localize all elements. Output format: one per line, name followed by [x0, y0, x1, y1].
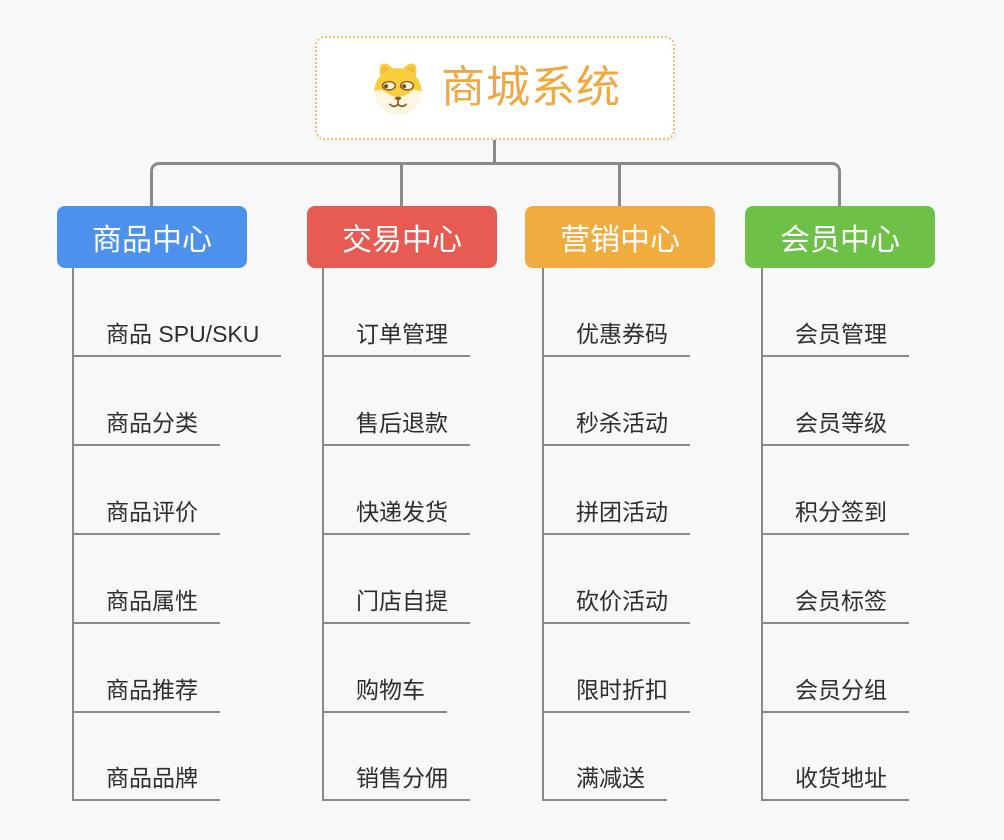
leaf-topic[interactable]: 积分签到 — [761, 491, 909, 535]
leaf-topic[interactable]: 购物车 — [322, 669, 447, 713]
leaf-topic[interactable]: 会员管理 — [761, 313, 909, 357]
leaf-topic[interactable]: 商品评价 — [72, 491, 220, 535]
leaf-topic[interactable]: 门店自提 — [322, 580, 470, 624]
leaf-topic[interactable]: 满减送 — [542, 757, 667, 801]
connector-bus — [168, 162, 820, 165]
connector-drop-trade — [400, 164, 403, 208]
connector-elbow-right — [817, 162, 841, 208]
leaf-topic[interactable]: 会员等级 — [761, 402, 909, 446]
leaf-topic[interactable]: 快递发货 — [322, 491, 470, 535]
leaf-topic[interactable]: 砍价活动 — [542, 580, 690, 624]
leaf-topic[interactable]: 会员分组 — [761, 669, 909, 713]
leaf-topic[interactable]: 售后退款 — [322, 402, 470, 446]
root-topic-title: 商城系统 — [441, 63, 621, 112]
branch-topic-marketing-center[interactable]: 营销中心 — [525, 206, 715, 268]
leaf-topic[interactable]: 收货地址 — [761, 757, 909, 801]
dog-face-icon — [374, 63, 422, 116]
leaf-topic[interactable]: 优惠券码 — [542, 313, 690, 357]
leaf-topic[interactable]: 拼团活动 — [542, 491, 690, 535]
leaf-topic[interactable]: 秒杀活动 — [542, 402, 690, 446]
leaf-topic[interactable]: 商品 SPU/SKU — [72, 313, 282, 357]
connector-root-feed — [493, 140, 496, 165]
leaf-topic[interactable]: 限时折扣 — [542, 669, 690, 713]
root-topic[interactable]: 商城系统 — [315, 36, 675, 140]
branch-topic-trade-center[interactable]: 交易中心 — [307, 206, 497, 268]
leaf-topic[interactable]: 商品品牌 — [72, 757, 220, 801]
branch-topic-product-center[interactable]: 商品中心 — [57, 206, 247, 268]
connector-elbow-left — [150, 162, 174, 208]
leaf-topic[interactable]: 订单管理 — [322, 313, 470, 357]
leaf-topic[interactable]: 商品分类 — [72, 402, 220, 446]
leaf-topic[interactable]: 会员标签 — [761, 580, 909, 624]
branch-topic-member-center[interactable]: 会员中心 — [745, 206, 935, 268]
leaf-topic[interactable]: 商品属性 — [72, 580, 220, 624]
leaf-topic[interactable]: 商品推荐 — [72, 669, 220, 713]
connector-drop-marketing — [618, 164, 621, 208]
leaf-topic[interactable]: 销售分佣 — [322, 757, 470, 801]
